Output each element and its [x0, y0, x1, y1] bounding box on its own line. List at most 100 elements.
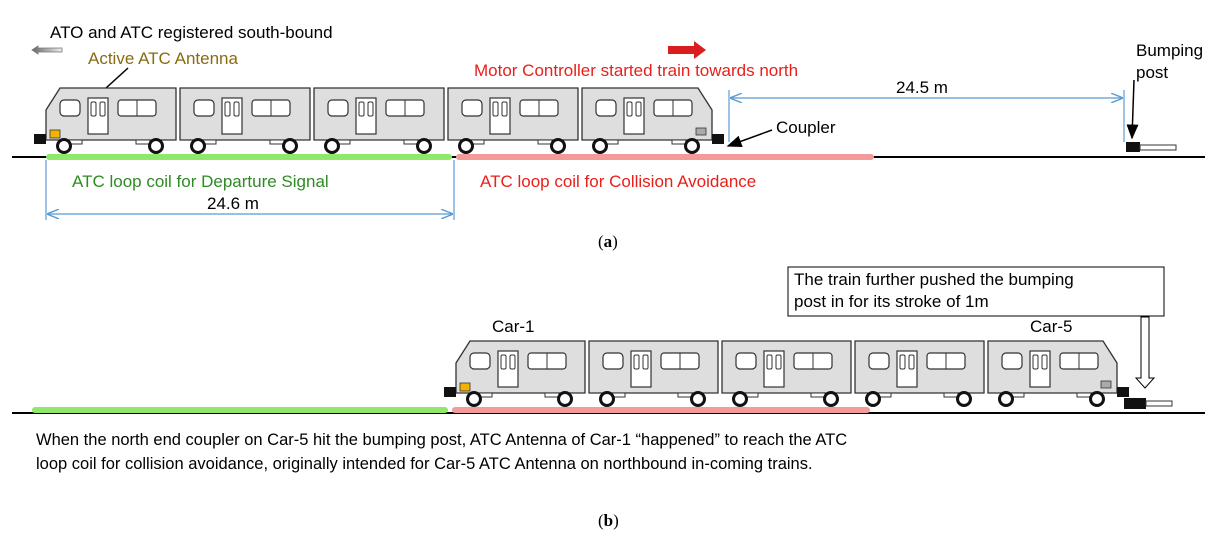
bumping-post-b	[1124, 398, 1173, 409]
wheel	[865, 391, 881, 407]
door-window	[501, 101, 508, 117]
wheel	[823, 391, 839, 407]
door-window	[500, 354, 507, 370]
door-window	[633, 354, 640, 370]
car-5-label: Car-5	[1030, 317, 1073, 336]
coupler-north	[712, 134, 724, 144]
ato-atc-label: ATO and ATC registered south-bound	[50, 23, 333, 42]
train-car	[987, 340, 1118, 407]
wheel	[732, 391, 748, 407]
wheel	[1089, 391, 1105, 407]
door-window	[99, 101, 106, 117]
train-car	[581, 87, 713, 154]
car-1-label: Car-1	[492, 317, 535, 336]
train-car	[447, 87, 579, 154]
panel-b: The train further pushed the bumping pos…	[12, 266, 1205, 414]
car-window	[595, 99, 617, 117]
wheel	[324, 138, 340, 154]
loop-departure-label: ATC loop coil for Departure Signal	[72, 172, 329, 191]
car-window	[1001, 352, 1023, 370]
wheel	[550, 138, 566, 154]
train-a	[34, 87, 724, 154]
train-b	[444, 340, 1129, 407]
car-window	[461, 99, 483, 117]
panel-b-description: When the north end coupler on Car-5 hit …	[36, 428, 1186, 476]
car-skirt	[677, 392, 693, 398]
wheel	[282, 138, 298, 154]
wheel	[592, 138, 608, 154]
loop-coil-departure-b	[32, 407, 448, 413]
door-window	[224, 101, 231, 117]
door-window	[775, 354, 782, 370]
door-window	[635, 101, 642, 117]
distance-south-label: 24.6 m	[207, 194, 259, 213]
callout-line-2: post in for its stroke of 1m	[794, 292, 989, 311]
wheel	[466, 391, 482, 407]
car-skirt	[269, 139, 285, 145]
door-window	[509, 354, 516, 370]
wheel	[690, 391, 706, 407]
car-skirt	[403, 139, 419, 145]
loop-coil-collision-b	[452, 407, 870, 413]
coupler-south	[444, 387, 456, 397]
door-window	[908, 354, 915, 370]
car-skirt	[1076, 392, 1092, 398]
equipment-box	[1100, 380, 1112, 389]
atc-antenna	[49, 129, 61, 139]
door-window	[367, 101, 374, 117]
train-car	[588, 340, 719, 407]
wheel	[684, 138, 700, 154]
door-window	[90, 101, 97, 117]
car-window	[193, 99, 215, 117]
coupler-pointer	[726, 129, 773, 148]
door-window	[626, 101, 633, 117]
car-window	[469, 352, 491, 370]
description-line-2: loop coil for collision avoidance, origi…	[36, 455, 813, 473]
wheel	[416, 138, 432, 154]
panel-a: ATO and ATC registered south-bound Activ…	[12, 23, 1205, 251]
door-window	[233, 101, 240, 117]
wheel	[557, 391, 573, 407]
distance-north-label: 24.5 m	[896, 78, 948, 97]
car-window	[327, 99, 349, 117]
motor-controller-label: Motor Controller started train towards n…	[474, 61, 798, 80]
caption-a: (a)	[598, 232, 618, 251]
train-car	[313, 87, 445, 154]
wheel	[458, 138, 474, 154]
bumping-post-label-2: post	[1136, 63, 1168, 82]
door-window	[766, 354, 773, 370]
door-window	[899, 354, 906, 370]
door-window	[492, 101, 499, 117]
car-skirt	[544, 392, 560, 398]
car-skirt	[537, 139, 553, 145]
loop-coil-departure-a	[46, 154, 452, 160]
caption-b: (b)	[598, 511, 619, 530]
car-skirt	[943, 392, 959, 398]
door-window	[1041, 354, 1048, 370]
car-skirt	[671, 139, 687, 145]
bumping-post-label-1: Bumping	[1136, 41, 1203, 60]
callout-box	[787, 266, 1165, 317]
wheel	[190, 138, 206, 154]
train-car	[721, 340, 852, 407]
equipment-box	[695, 127, 707, 136]
wheel	[599, 391, 615, 407]
wheel	[998, 391, 1014, 407]
door-window	[1032, 354, 1039, 370]
push-down-arrow-icon	[1134, 316, 1156, 389]
train-car	[455, 340, 586, 407]
southbound-arrow-icon	[31, 45, 63, 55]
bumping-post-a	[1126, 142, 1177, 152]
car-window	[735, 352, 757, 370]
door-window	[642, 354, 649, 370]
car-skirt	[810, 392, 826, 398]
wheel	[148, 138, 164, 154]
train-car	[179, 87, 311, 154]
active-antenna-label: Active ATC Antenna	[88, 49, 238, 68]
atc-antenna	[459, 382, 471, 392]
car-window	[602, 352, 624, 370]
wheel	[56, 138, 72, 154]
door-window	[358, 101, 365, 117]
loop-collision-label: ATC loop coil for Collision Avoidance	[480, 172, 756, 191]
